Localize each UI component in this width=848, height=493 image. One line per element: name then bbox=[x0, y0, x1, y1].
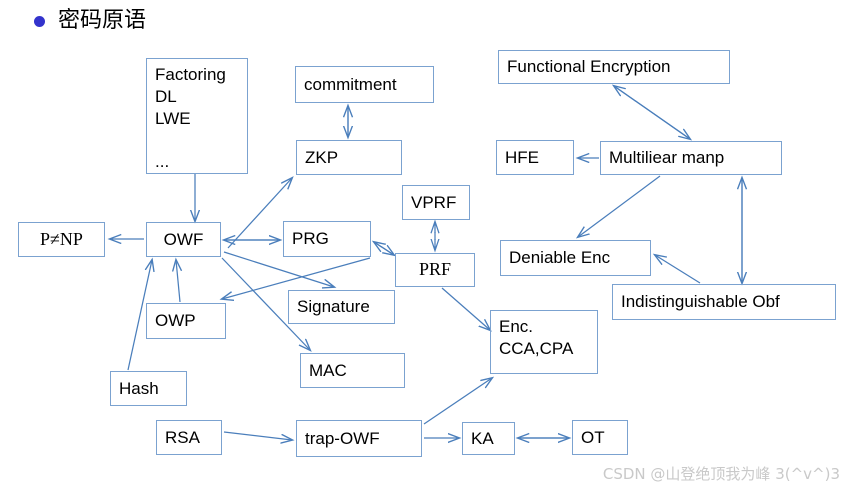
node-zkp[interactable]: ZKP bbox=[296, 140, 402, 175]
edge-owf-signature bbox=[223, 251, 334, 287]
edge-trapowf-enc bbox=[423, 378, 492, 425]
edge-fe-mmaps-up bbox=[614, 86, 691, 140]
watermark: CSDN @山登绝顶我为峰 3(^v^)3 bbox=[602, 465, 840, 483]
node-trap-owf[interactable]: trap-OWF bbox=[296, 420, 422, 457]
edge-prg-prf-left bbox=[374, 242, 395, 256]
node-signature[interactable]: Signature bbox=[288, 290, 395, 324]
node-owf[interactable]: OWF bbox=[146, 222, 221, 257]
node-prf[interactable]: PRF bbox=[395, 253, 475, 287]
node-multilinear-map[interactable]: Multiliear manp bbox=[600, 141, 782, 175]
node-vprf[interactable]: VPRF bbox=[402, 185, 470, 220]
edge-rsa-trapowf bbox=[223, 431, 292, 440]
node-rsa[interactable]: RSA bbox=[156, 420, 222, 455]
node-deniable-enc[interactable]: Deniable Enc bbox=[500, 240, 651, 276]
node-assumptions[interactable]: Factoring DL LWE ... bbox=[146, 58, 248, 174]
node-hash[interactable]: Hash bbox=[110, 371, 187, 406]
edge-prg-prf-right bbox=[373, 241, 394, 255]
edge-mmaps-deniable bbox=[578, 175, 661, 237]
edge-iobf-deniable bbox=[655, 255, 701, 284]
node-functional-encryption[interactable]: Functional Encryption bbox=[498, 50, 730, 84]
node-commitment[interactable]: commitment bbox=[295, 66, 434, 103]
node-ot[interactable]: OT bbox=[572, 420, 628, 455]
node-mac[interactable]: MAC bbox=[300, 353, 405, 388]
slide-title-row: 密码原语 bbox=[34, 10, 146, 32]
edge-owp-owf bbox=[176, 260, 180, 303]
bullet-dot-icon bbox=[34, 15, 45, 27]
node-owp[interactable]: OWP bbox=[146, 303, 226, 339]
node-indistinguishable-obf[interactable]: Indistinguishable Obf bbox=[612, 284, 836, 320]
node-enc-cca-cpa[interactable]: Enc. CCA,CPA bbox=[490, 310, 598, 374]
node-prg[interactable]: PRG bbox=[283, 221, 371, 257]
node-hfe[interactable]: HFE bbox=[496, 140, 574, 175]
node-p-neq-np[interactable]: P≠NP bbox=[18, 222, 105, 257]
edge-fe-mmaps-down bbox=[613, 85, 690, 139]
page-title: 密码原语 bbox=[58, 8, 147, 33]
node-ka[interactable]: KA bbox=[462, 422, 515, 455]
edge-prf-enc bbox=[441, 287, 490, 330]
